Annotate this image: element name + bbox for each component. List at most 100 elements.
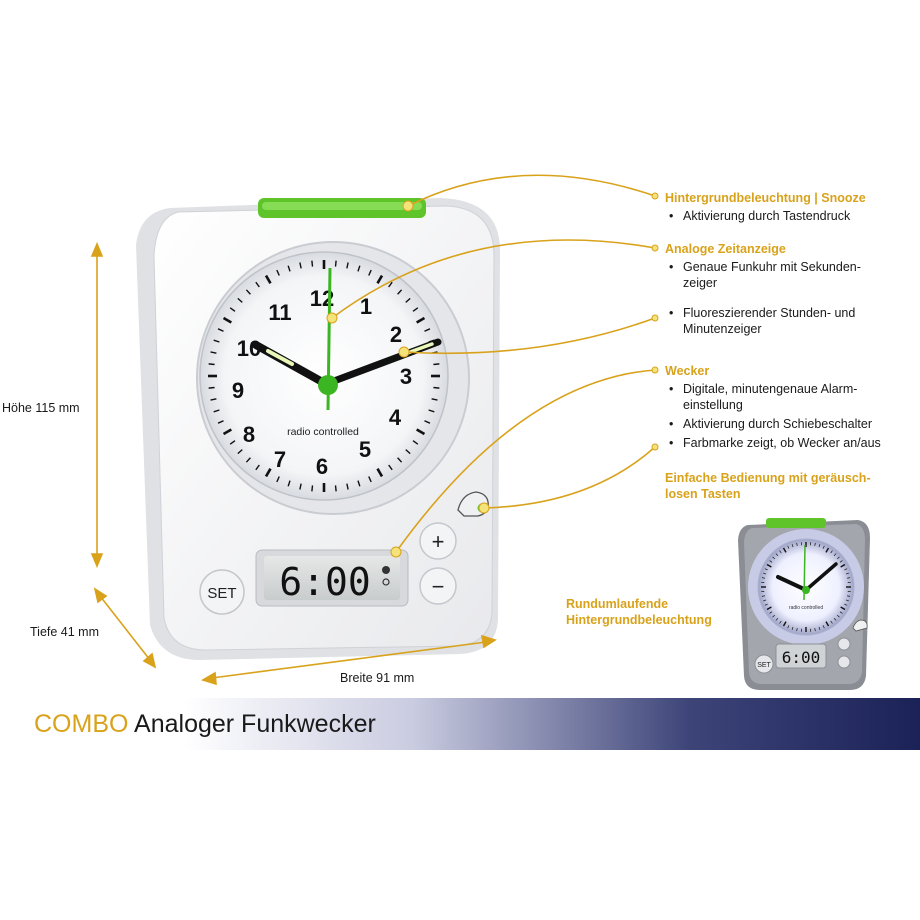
tick-mark [818,626,821,630]
tick-mark [210,398,217,401]
tick-mark [772,556,776,560]
main-clock: 12 1 2 3 4 5 6 7 8 9 10 11 radio control… [136,198,500,660]
tick-mark [761,595,765,597]
tick-mark [217,328,224,332]
tick-mark [213,339,220,343]
tick-mark [830,620,833,624]
tick-mark [229,307,236,312]
small-set-label: SET [757,662,771,669]
tick-mark [397,457,403,463]
tick-mark [844,603,848,606]
dial-number-6: 6 [316,454,328,479]
tick-mark [763,599,767,602]
small-lcd-time: 6:00 [782,648,821,667]
tick-mark [416,428,426,436]
tick-mark [368,476,372,483]
tick-mark [836,614,840,618]
plus-button[interactable] [419,522,457,560]
tick-mark [376,468,384,478]
dial-number-5: 5 [359,437,371,462]
feature-bullet: Aktivierung durch Schiebeschalter [665,416,900,432]
tick-mark [822,545,825,549]
clock-hands [252,267,442,411]
tick-mark [845,572,849,575]
dial-number-4: 4 [389,405,402,430]
tick-mark [822,625,825,629]
tick-mark [431,398,438,401]
dimension-arrows [90,241,497,686]
tick-mark [772,614,776,618]
tick-mark [769,611,773,614]
snooze-bar [258,198,426,218]
tick-mark [830,550,833,554]
tick-mark [782,621,787,627]
tick-mark [229,440,236,445]
minute-ticks [208,260,440,492]
title-banner [0,698,920,750]
dimension-height: Höhe 115 mm [2,401,80,415]
tick-mark [833,553,837,557]
tick-mark [814,542,816,546]
tick-mark [847,595,851,597]
tick-mark [825,621,830,627]
callout-dots [326,192,659,558]
tick-mark [844,568,848,571]
tick-mark [845,599,849,602]
tick-mark [791,626,794,630]
feature-bullets: Digitale, minutengenaue Alarm­einstellun… [665,381,900,451]
tick-mark [779,620,782,624]
tick-mark [222,316,232,324]
dial-number-9: 9 [232,378,244,403]
tick-mark [287,265,291,272]
feature-bullet: Aktivierung durch Tastendruck [665,208,915,224]
dial-number-11: 11 [268,300,291,325]
tick-mark [255,464,260,471]
tick-mark [217,420,224,424]
tick-mark [775,553,779,557]
tick-mark [388,464,393,471]
tick-mark [276,476,280,483]
tick-mark [787,545,790,549]
small-clock-caption: Rundumlaufende Hintergrundbeleuchtung [566,597,712,627]
minus-button[interactable] [419,567,457,605]
tick-mark [416,316,426,324]
tick-mark [405,449,411,455]
feature-bullets: Aktivierung durch Tastendruck [665,208,915,224]
tick-mark [264,274,272,284]
tick-mark [208,363,215,366]
feature-buttons: Einfache Bedienung mit geräusch­losen Ta… [665,470,885,502]
tick-mark [376,274,384,284]
product-title: COMBO Analoger Funkwecker [34,707,376,741]
tick-mark [346,483,349,490]
dial-number-3: 3 [400,364,412,389]
feature-bullet: Fluoreszierender Stunden- und Minutenzei… [665,305,880,337]
feature-backlight: Hintergrundbeleuchtung | Snooze Aktivier… [665,190,915,227]
tick-mark [839,560,843,563]
tick-mark [287,480,291,487]
feature-bullet: Digitale, minutengenaue Alarm­einstellun… [665,381,900,413]
tick-mark [210,351,217,354]
small-clock [738,518,870,690]
tick-mark [397,289,403,295]
tick-mark [839,611,843,614]
tick-mark [208,386,215,389]
set-button[interactable] [199,569,245,615]
tick-mark [237,297,243,303]
tick-mark [791,544,794,548]
tick-mark [388,281,393,288]
tick-mark [311,260,314,267]
tick-mark [428,409,435,413]
tick-mark [764,568,768,571]
tick-mark [840,563,846,568]
feature-bullet: Genaue Funkuhr mit Sekunden­zeiger [665,259,880,291]
product-subtitle: Analoger Funkwecker [134,710,376,738]
tick-mark [833,617,837,621]
tick-mark [814,628,816,632]
tick-mark [334,260,337,267]
feature-alarm: Wecker Digitale, minutengenaue Alarm­ein… [665,363,900,454]
tick-mark [847,577,851,579]
tick-mark [357,480,361,487]
dial-number-7: 7 [274,447,286,472]
plus-button-label: + [432,529,445,554]
